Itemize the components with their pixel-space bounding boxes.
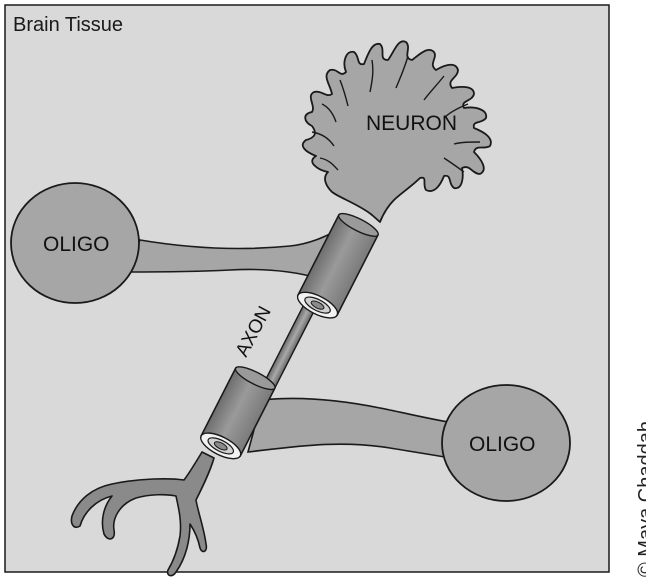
oligo-top-label: OLIGO bbox=[43, 233, 110, 256]
oligo-bottom-label: OLIGO bbox=[469, 433, 536, 456]
panel-title: Brain Tissue bbox=[13, 14, 123, 36]
neuron-label: NEURON bbox=[366, 112, 457, 135]
copyright-credit: © Maya Chaddah bbox=[636, 421, 646, 577]
